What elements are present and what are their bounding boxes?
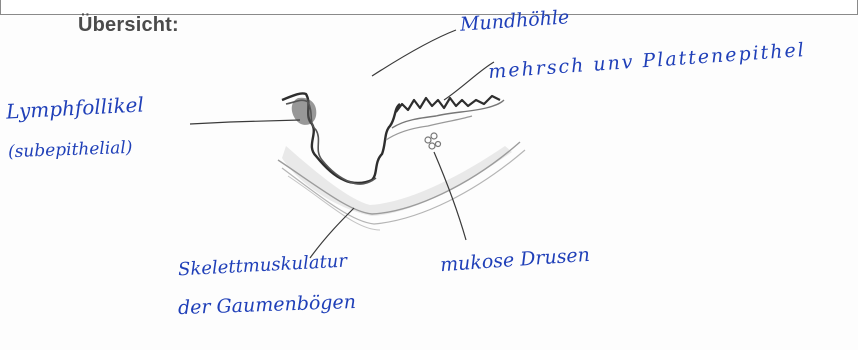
label-subepithelial: (subepithelial) [8,140,133,161]
pointer-lines [190,30,494,258]
epithelium-right-texture-2 [386,116,472,140]
lymph-follicle [292,98,317,125]
pointer-plattenepithel [444,62,494,100]
pointer-lymphfollikel [190,120,300,124]
pointer-mundhoehle [372,30,456,76]
mucous-glands [425,133,441,149]
epithelium-right-texture [392,100,504,128]
epithelium-right-ridge [396,96,500,112]
